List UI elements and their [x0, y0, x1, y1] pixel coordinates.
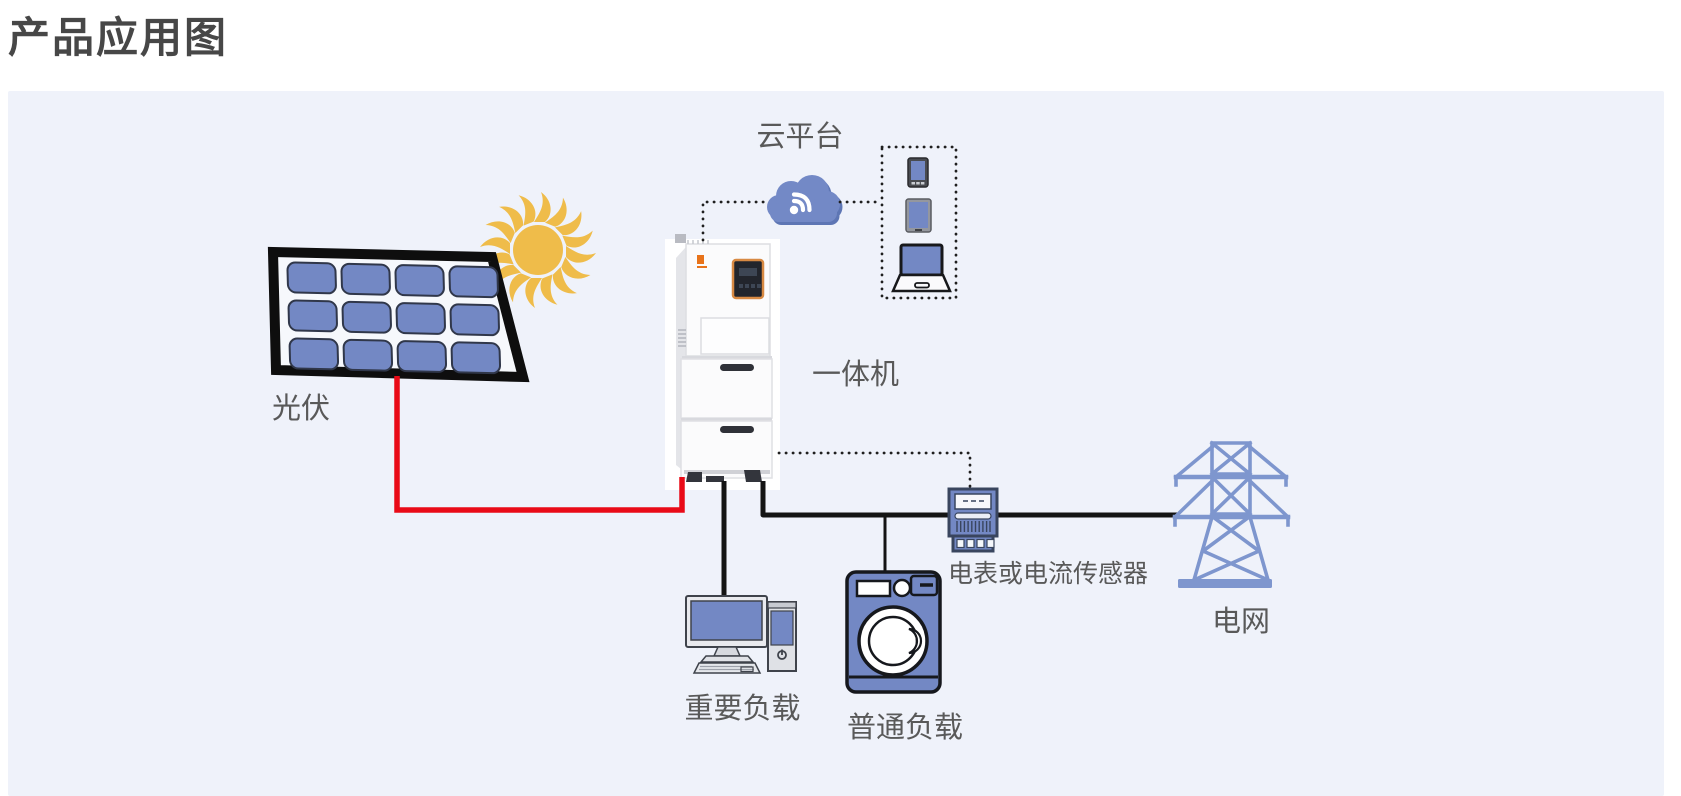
transmission-tower-icon [1172, 440, 1291, 588]
pv-label: 光伏 [272, 393, 331, 425]
critical-load-label: 重要负载 [684, 693, 801, 725]
wifi-icon [789, 192, 812, 215]
solar-panel-icon [267, 246, 530, 383]
pv-dc-wire [394, 376, 685, 513]
phone-icon [907, 157, 929, 188]
laptop-icon [891, 243, 952, 293]
grid-label: 电网 [1212, 606, 1271, 638]
page-title: 产品应用图 [8, 14, 229, 61]
desktop-pc-icon [685, 595, 797, 674]
dotted-links [701, 200, 972, 489]
meter-label: 电表或电流传感器 [948, 560, 1149, 588]
energy-meter-icon [947, 487, 999, 553]
washing-machine-icon [845, 570, 942, 694]
normal-load-label: 普通负载 [846, 712, 963, 744]
ac-wires [721, 481, 1178, 598]
cloud-platform-label: 云平台 [756, 121, 844, 153]
user-devices-box [880, 145, 958, 300]
inverter-unit-image [665, 234, 780, 490]
tablet-icon [905, 198, 932, 233]
cloud-wifi-icon [767, 175, 843, 225]
inverter-label: 一体机 [812, 359, 900, 391]
sun-icon [479, 191, 597, 309]
